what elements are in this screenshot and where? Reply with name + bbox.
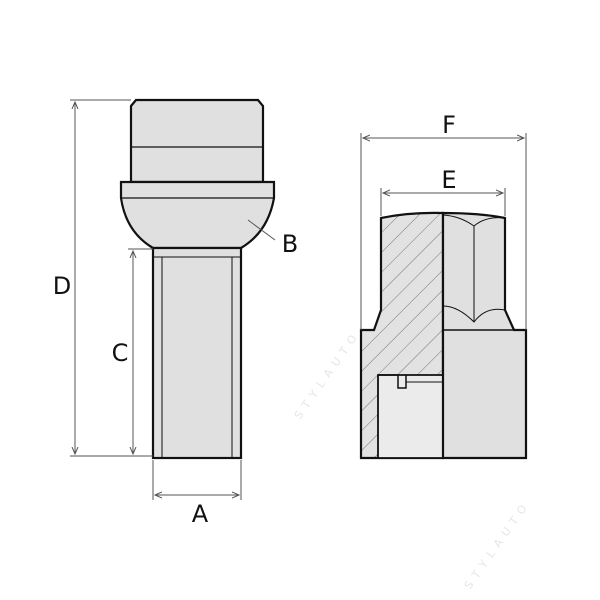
bolt xyxy=(119,98,276,460)
dimension-label-b: B xyxy=(282,230,298,258)
bolt-shaft xyxy=(151,246,243,460)
dimension-label-e: E xyxy=(441,166,456,194)
locking-nut xyxy=(359,211,528,460)
bolt-head xyxy=(129,98,265,184)
watermark: STYLAUTO xyxy=(462,498,533,592)
watermark: STYLAUTO xyxy=(292,328,363,422)
dimension-label-c: C xyxy=(112,339,129,367)
nut-cavity xyxy=(377,374,444,459)
bolt-dimensions xyxy=(70,99,276,500)
dimension-label-a: A xyxy=(192,500,209,528)
bolt-flange-seat xyxy=(119,180,276,250)
dimension-label-f: F xyxy=(442,111,456,139)
nut-dimensions xyxy=(360,133,527,330)
nut-outer-half xyxy=(441,211,528,460)
dimension-label-d: D xyxy=(53,272,71,300)
